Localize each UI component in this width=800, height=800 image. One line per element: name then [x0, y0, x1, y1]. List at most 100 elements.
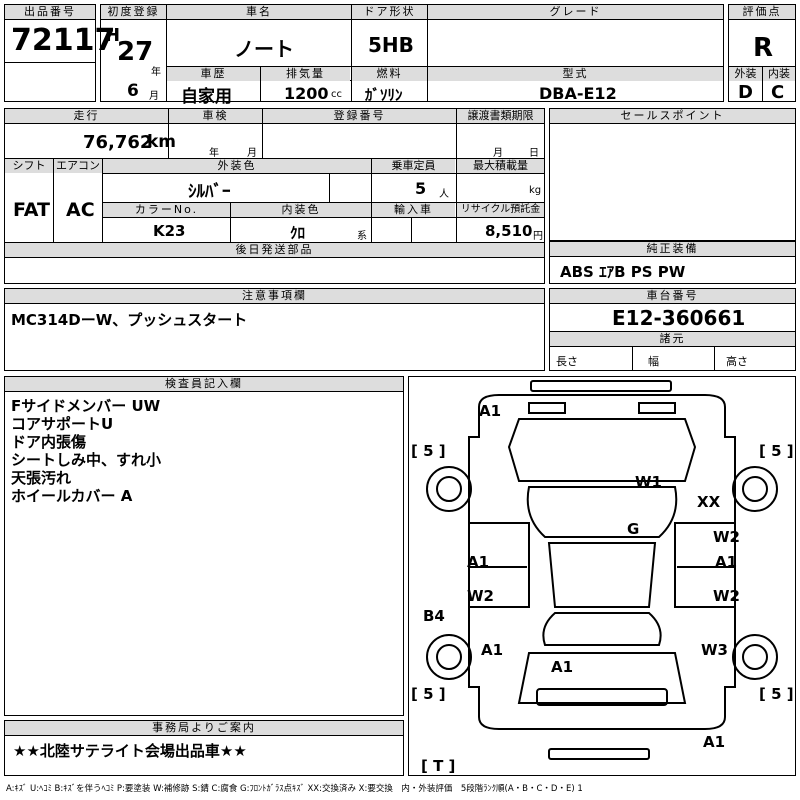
- damage-mark: W3: [701, 641, 728, 659]
- ext-grade: D: [738, 82, 753, 103]
- shift-label: シフト: [5, 159, 53, 173]
- int-label: 内装: [763, 67, 795, 81]
- lot-number: 72117: [11, 23, 116, 58]
- score-label: 評価点: [729, 5, 795, 19]
- office-label: 事務局よりご案内: [5, 721, 403, 735]
- import-label: 輸入車: [372, 203, 455, 217]
- colorno-label: カラーNo.: [103, 203, 230, 217]
- transfer-label: 譲渡書類期限: [457, 109, 544, 123]
- chassis-box: 車台番号 E12-360661 諸元 長さ 幅 高さ: [549, 288, 796, 371]
- history-label: 車歴: [167, 67, 260, 81]
- ac-label: エアコン: [54, 159, 102, 173]
- car-diagram: [ 5 ] [ 5 ] [ 5 ] [ 5 ] [ T ] A1 W1 XX G…: [411, 380, 794, 775]
- year-unit: 年: [151, 67, 161, 78]
- damage-mark: A1: [551, 658, 573, 676]
- damage-mark: W2: [713, 587, 740, 605]
- capacity-label: 乗車定員: [372, 159, 455, 173]
- notes-text: MC314DーW、プッシュスタート: [11, 311, 248, 329]
- shaken-year-unit: 年: [209, 148, 219, 159]
- inspector-line: ホイールカバー A: [11, 487, 133, 505]
- interior-unit: 系: [357, 231, 367, 242]
- door-label: ドア形状: [352, 5, 427, 19]
- damage-mark: A1: [481, 641, 503, 659]
- fuel-value: ｶﾞｿﾘﾝ: [365, 86, 403, 104]
- inspector-box: 検査員記入欄 Fサイドメンバー UW コアサポートU ドア内張傷 シートしみ中、…: [4, 376, 404, 716]
- sales-point-label: セールスポイント: [550, 109, 795, 123]
- lot-label: 出品番号: [5, 5, 95, 19]
- reg-year: 27: [117, 37, 154, 67]
- car-diagram-box: [ 5 ] [ 5 ] [ 5 ] [ 5 ] [ T ] A1 W1 XX G…: [408, 376, 796, 776]
- inspector-line: シートしみ中、すれ小: [11, 451, 162, 469]
- regno-label: 登録番号: [263, 109, 456, 123]
- recycle-unit: 円: [533, 231, 543, 242]
- capacity-value: 5: [415, 179, 427, 198]
- ext-label: 外装: [729, 67, 762, 81]
- equipment-label: 純正装備: [550, 242, 795, 256]
- color-label: 外装色: [103, 159, 371, 173]
- inspector-line: 天張汚れ: [11, 469, 72, 487]
- tire-tread-fr: [ 5 ]: [759, 442, 794, 460]
- sales-point-box: セールスポイント: [549, 108, 796, 241]
- interior-label: 内装色: [231, 203, 371, 217]
- capacity-unit: 人: [439, 189, 449, 200]
- damage-mark: A1: [479, 402, 501, 420]
- damage-mark: A1: [715, 553, 737, 571]
- car-label: 車名: [167, 5, 351, 19]
- damage-mark: XX: [697, 493, 721, 511]
- recycle-label: リサイクル預託金: [457, 203, 544, 217]
- inspector-label: 検査員記入欄: [5, 377, 403, 391]
- damage-mark: G: [627, 520, 639, 538]
- mileage-unit: km: [147, 132, 177, 152]
- damage-mark: A1: [467, 553, 489, 571]
- reg-label: 初度登録: [101, 5, 166, 19]
- equipment-value: ABS ｴｱB PS PW: [560, 263, 686, 281]
- tire-tread-rl: [ 5 ]: [411, 685, 446, 703]
- tire-tread-rr: [ 5 ]: [759, 685, 794, 703]
- disp-label: 排気量: [261, 67, 350, 81]
- era: H: [105, 25, 121, 46]
- disp-unit: cc: [331, 89, 342, 100]
- transfer-month-unit: 月: [493, 148, 503, 159]
- later-parts-label: 後日発送部品: [5, 243, 544, 257]
- spare-tire: [ T ]: [421, 757, 455, 775]
- score-value: R: [753, 33, 774, 63]
- model-label: 型式: [428, 67, 723, 81]
- recycle-value: 8,510: [485, 222, 533, 240]
- shaken-month-unit: 月: [247, 148, 257, 159]
- mileage-label: 走行: [5, 109, 168, 123]
- equipment-box: 純正装備 ABS ｴｱB PS PW: [549, 241, 796, 284]
- tire-tread-fl: [ 5 ]: [411, 442, 446, 460]
- score-box: 評価点 R 外装 内装 D C: [728, 4, 796, 103]
- int-grade: C: [771, 82, 785, 103]
- interior-value: ｸﾛ: [290, 224, 306, 242]
- damage-mark: W2: [713, 528, 740, 546]
- length-label: 長さ: [556, 355, 578, 368]
- lot-box: 出品番号 72117: [4, 4, 115, 102]
- legend-text: A:ｷｽﾞ U:ﾍｺﾐ B:ｷｽﾞを伴うﾍｺﾐ P:要塗装 W:補修跡 S:錆 …: [6, 784, 583, 794]
- colorno-value: K23: [153, 222, 186, 240]
- width-label: 幅: [648, 355, 659, 368]
- month-unit: 月: [149, 91, 159, 102]
- color-value: ｼﾙﾊﾞｰ: [188, 182, 231, 202]
- mileage-value: 76,762: [83, 132, 153, 153]
- shift-value: FAT: [13, 199, 50, 221]
- spec-label: 諸元: [550, 332, 795, 346]
- fuel-label: 燃料: [352, 67, 427, 81]
- shaken-label: 車検: [169, 109, 262, 123]
- transfer-day-unit: 日: [529, 148, 539, 159]
- door-type: 5HB: [368, 33, 414, 57]
- notes-label: 注意事項欄: [5, 289, 544, 303]
- inspector-line: ドア内張傷: [11, 433, 87, 451]
- office-text: ★★北陸サテライト会場出品車★★: [13, 742, 247, 760]
- load-label: 最大積載量: [457, 159, 544, 173]
- car-name: ノート: [234, 37, 294, 61]
- chassis-number: E12-360661: [612, 306, 746, 330]
- history-value: 自家用: [181, 87, 232, 107]
- load-unit: kg: [529, 185, 542, 196]
- damage-mark: A1: [703, 733, 725, 751]
- model-value: DBA-E12: [539, 84, 617, 103]
- disp-value: 1200: [284, 84, 329, 103]
- reg-month: 6: [127, 81, 139, 101]
- main-spec-box: 初度登録 車名 ドア形状 グレード H 27 年 6 月 ノート 5HB 車歴 …: [100, 4, 724, 107]
- height-label: 高さ: [726, 355, 748, 368]
